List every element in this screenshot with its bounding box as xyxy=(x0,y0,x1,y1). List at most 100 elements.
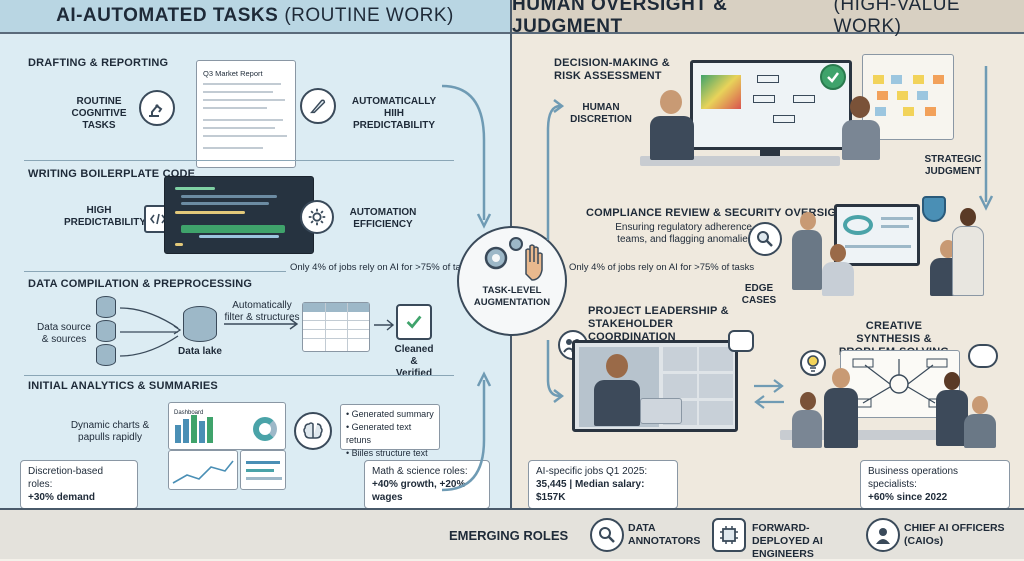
math-science-stat-box: Math & science roles: +40% growth, +20% … xyxy=(364,460,490,509)
data-lake-label: Data lake xyxy=(178,346,222,357)
person-head xyxy=(944,372,960,390)
person-head xyxy=(800,392,816,410)
meeting-table xyxy=(780,430,990,440)
person-head xyxy=(850,96,870,118)
ai-chip-icon xyxy=(712,518,746,552)
stat-value: +60% since 2022 xyxy=(868,492,948,503)
dynamic-charts-label: Dynamic charts & papulls rapidly xyxy=(70,420,150,443)
market-report-document: Q3 Market Report xyxy=(196,60,296,168)
stat-line: Discretion-based roles: xyxy=(28,466,104,490)
automation-efficiency-label: AUTOMATION EFFICIENCY xyxy=(349,207,417,230)
person-body xyxy=(792,410,822,448)
person-head xyxy=(800,212,816,230)
emerging-roles-title: EMERGING ROLES xyxy=(449,528,569,543)
project-title: PROJECT LEADERSHIP & STAKEHOLDER COORDIN… xyxy=(588,305,729,343)
chat-bubble-icon xyxy=(728,330,754,352)
stat-value: +30% demand xyxy=(28,492,95,503)
magnifier-icon xyxy=(748,222,782,256)
automatically-predictability-label: AUTOMATICALLY HIIH PREDICTABILITY xyxy=(351,96,437,131)
discretion-stat-box: Discretion-based roles: +30% demand xyxy=(20,460,138,509)
database-icon xyxy=(96,296,116,318)
compliance-desc: Ensuring regulatory adherence, teams, an… xyxy=(615,222,755,245)
database-icon xyxy=(96,320,116,342)
role-data-annotators: DATA ANNOTATORS xyxy=(628,522,701,547)
generated-outputs-box: • Generated summary • Generated text ret… xyxy=(340,404,440,458)
robot-arm-icon xyxy=(139,90,175,126)
summary-mini-card xyxy=(240,450,286,490)
decision-title: DECISION-MAKING & RISK ASSESSMENT xyxy=(554,57,670,82)
generated-item: Generated summary xyxy=(351,409,434,419)
chart-mini-card xyxy=(168,450,238,490)
person-body xyxy=(824,388,858,448)
task-level-augmentation-label: TASK-LEVEL AUGMENTATION xyxy=(473,285,551,308)
person-body xyxy=(964,414,996,448)
compliance-monitor xyxy=(834,204,920,266)
person-head xyxy=(832,368,850,388)
stat-value: +40% growth, +20% wages xyxy=(372,479,466,503)
dashboard-card: Dashboard xyxy=(168,402,286,450)
emerging-roles-footer: EMERGING ROLES DATA ANNOTATORS FORWARD-D… xyxy=(0,508,1024,560)
structured-table xyxy=(302,302,370,352)
person-body xyxy=(792,230,822,290)
doc-title: Q3 Market Report xyxy=(203,69,263,78)
clipboard-check-icon xyxy=(396,304,432,340)
person-body xyxy=(822,262,854,296)
magnifier-icon xyxy=(590,518,624,552)
data-sources-label: Data source & sources xyxy=(37,322,91,345)
executive-icon xyxy=(866,518,900,552)
person-body xyxy=(952,226,984,296)
thought-bubble-icon xyxy=(968,344,998,368)
role-chief-ai-officers: CHIEF AI OFFICERS (CAIOs) xyxy=(904,522,1005,547)
edge-cases-label: EDGE CASES xyxy=(741,283,777,306)
stat-value: 35,445 | Median salary: $157K xyxy=(536,479,645,503)
laptop-icon xyxy=(640,398,682,424)
human-discretion-label: HUMAN DISCRETION xyxy=(570,102,632,125)
high-predictability-label: HIGH PREDICTABILITY xyxy=(64,205,147,228)
dashboard-label: Dashboard xyxy=(174,410,204,416)
drafting-title: DRAFTING & REPORTING xyxy=(28,57,169,69)
stat-line: Business operations specialists: xyxy=(868,466,959,490)
generated-item: Biiles structure text xyxy=(351,448,428,458)
data-lake-icon xyxy=(183,306,217,342)
cleaned-verified-label: Cleaned & Verified xyxy=(394,344,434,379)
stat-line: Math & science roles: xyxy=(372,466,468,477)
shield-icon xyxy=(922,196,946,222)
left-title-bold: AI-AUTOMATED TASKS xyxy=(56,5,279,26)
brain-icon xyxy=(294,412,332,450)
routine-cognitive-label: ROUTINE COGNITIVE TASKS xyxy=(71,96,127,131)
business-ops-stat-box: Business operations specialists: +60% si… xyxy=(860,460,1010,509)
person-body xyxy=(594,380,640,426)
person-head xyxy=(830,244,846,262)
data-title: DATA COMPILATION & PREPROCESSING xyxy=(28,278,253,290)
compliance-title: COMPLIANCE REVIEW & SECURITY OVERSIGHT xyxy=(586,207,852,219)
person-body xyxy=(650,116,694,160)
database-icon xyxy=(96,344,116,366)
stat-line: AI-specific jobs Q1 2025: xyxy=(536,466,648,477)
lightbulb-icon xyxy=(800,350,826,376)
person-head xyxy=(606,354,628,378)
right-title-rest: (HIGH-VALUE WORK) xyxy=(833,0,961,37)
gear-icon xyxy=(300,200,334,234)
person-head xyxy=(972,396,988,414)
quill-icon xyxy=(300,88,336,124)
code-title: WRITING BOILERPLATE CODE xyxy=(28,168,196,180)
left-ai-stat-note: Only 4% of jobs rely on AI for >75% of t… xyxy=(290,262,476,273)
meeting-table xyxy=(640,156,840,166)
left-panel-header: AI-AUTOMATED TASKS (ROUTINE WORK) xyxy=(0,0,510,34)
code-editor xyxy=(164,176,314,254)
right-panel-header: HUMAN OVERSIGHT & JUDGMENT (HIGH-VALUE W… xyxy=(512,0,1024,37)
strategic-judgment-label: STRATEGIC JUDGMENT xyxy=(924,154,982,177)
right-title-bold: HUMAN OVERSIGHT & JUDGMENT xyxy=(512,0,728,37)
checkmark-icon xyxy=(820,64,846,90)
filter-structures-label: Automatically filter & structures xyxy=(224,300,300,323)
person-head xyxy=(660,90,682,114)
left-title-rest: (ROUTINE WORK) xyxy=(284,5,454,26)
person-body xyxy=(842,120,880,160)
person-head xyxy=(960,208,976,226)
gear-hand-icon xyxy=(484,237,543,281)
role-forward-deployed: FORWARD-DEPLOYED AI ENGINEERS xyxy=(752,522,823,560)
right-ai-stat-note: Only 4% of jobs rely on AI for >75% of t… xyxy=(569,262,755,273)
person-body xyxy=(936,390,968,446)
generated-item: Generated text retuns xyxy=(346,422,412,445)
ai-jobs-stat-box: AI-specific jobs Q1 2025: 35,445 | Media… xyxy=(528,460,678,509)
